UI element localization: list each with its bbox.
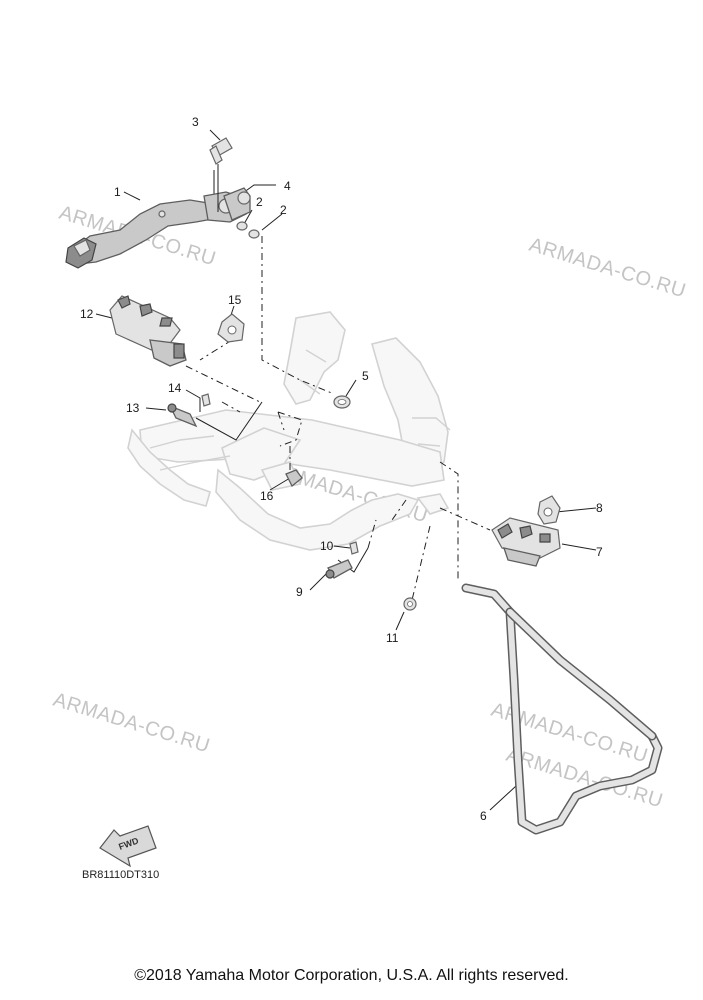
fwd-arrow-icon: FWD bbox=[99, 825, 157, 868]
footrest-left[interactable] bbox=[109, 295, 187, 367]
callout-4[interactable]: 4 bbox=[284, 179, 291, 193]
footrest-right[interactable] bbox=[491, 517, 561, 567]
bolt-13[interactable] bbox=[167, 403, 198, 428]
callout-12[interactable]: 12 bbox=[80, 307, 94, 321]
pin-10[interactable] bbox=[349, 541, 359, 555]
watermark: ARMADA-CO.RU bbox=[51, 689, 213, 758]
callout-8[interactable]: 8 bbox=[596, 501, 603, 515]
callout-13[interactable]: 13 bbox=[126, 401, 140, 415]
callout-10[interactable]: 10 bbox=[320, 539, 334, 553]
washer-11[interactable] bbox=[403, 597, 417, 611]
drawing-code: BR81110DT310 bbox=[82, 869, 159, 881]
callout-11[interactable]: 11 bbox=[386, 631, 399, 645]
pin-14[interactable] bbox=[201, 393, 211, 407]
nut-16[interactable] bbox=[285, 469, 303, 488]
return-spring[interactable] bbox=[209, 137, 233, 212]
washer-clip[interactable] bbox=[236, 221, 260, 239]
side-stand[interactable] bbox=[461, 583, 663, 835]
callout-6[interactable]: 6 bbox=[480, 809, 487, 823]
footrest-spring-right[interactable] bbox=[537, 495, 561, 525]
callout-15[interactable]: 15 bbox=[228, 293, 242, 307]
callout-2[interactable]: 2 bbox=[280, 203, 287, 217]
pivot-shaft[interactable] bbox=[223, 187, 251, 221]
callout-3[interactable]: 3 bbox=[192, 115, 199, 129]
callout-2[interactable]: 2 bbox=[256, 195, 263, 209]
callout-9[interactable]: 9 bbox=[296, 585, 303, 599]
callout-1[interactable]: 1 bbox=[114, 185, 121, 199]
watermark: ARMADA-CO.RU bbox=[527, 234, 689, 303]
callout-5[interactable]: 5 bbox=[362, 369, 369, 383]
callout-14[interactable]: 14 bbox=[168, 381, 182, 395]
footrest-spring[interactable] bbox=[217, 313, 245, 343]
bolt-9[interactable] bbox=[325, 559, 353, 579]
callout-7[interactable]: 7 bbox=[596, 545, 603, 559]
callout-16[interactable]: 16 bbox=[260, 489, 274, 503]
callout-labels: 1 2 2 3 4 5 6 7 8 9 10 11 12 13 14 15 16 bbox=[80, 115, 603, 823]
copyright-notice: ©2018 Yamaha Motor Corporation, U.S.A. A… bbox=[134, 967, 569, 984]
o-ring[interactable] bbox=[333, 395, 351, 409]
